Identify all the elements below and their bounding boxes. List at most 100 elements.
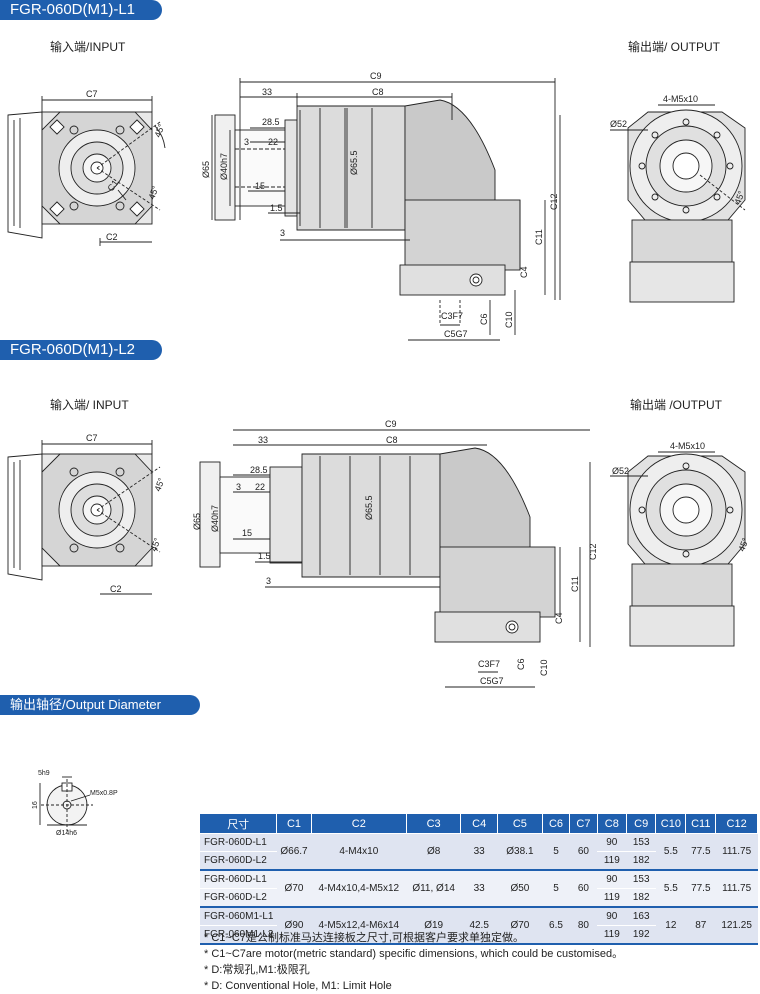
cell-c6: 5 <box>542 869 570 907</box>
spec-table-header: 尺寸 C1 C2 C3 C4 C5 C6 C7 C8 C9 C10 C11 C1… <box>200 814 758 834</box>
output-view-l1 <box>610 104 746 303</box>
dim-45b-l1: 45° <box>146 184 160 201</box>
cell-c1: Ø70 <box>276 869 312 907</box>
cell-c8: 90 <box>597 906 627 926</box>
shaft-height-label: 16 <box>32 801 39 809</box>
dim-c9-l1: C9 <box>370 71 382 81</box>
output-shaft-drawing: 5h9 M5x0.8P 16 Ø14h6 <box>32 770 118 837</box>
drawing-l2: C7 C2 45° 45° C9 33 C8 28.5 3 22 15 1.5 … <box>7 419 751 688</box>
section1-title: FGR-060D(M1)-L1 <box>0 0 162 20</box>
dim-285-l2: 28.5 <box>250 465 268 475</box>
cell-c7: 60 <box>569 869 598 907</box>
cell-c10: 5.5 <box>655 833 686 870</box>
footnote: * C1~C7are motor(metric standard) specif… <box>204 948 624 960</box>
dim-33-l1: 33 <box>262 87 272 97</box>
dim-c4-l1: C4 <box>519 266 529 278</box>
dim-d655-l1: Ø65.5 <box>349 150 359 175</box>
row-model: FGR-060M1-L2 <box>200 925 277 944</box>
col-c6: C6 <box>542 814 571 834</box>
col-c2: C2 <box>311 814 407 834</box>
cell-c9: 153 <box>626 833 656 852</box>
dim-1_5-l1: 1.5 <box>270 203 283 213</box>
dim-3b-l2: 3 <box>266 576 271 586</box>
input-view-l1 <box>7 96 166 246</box>
dim-c12-l1: C12 <box>549 193 559 210</box>
col-c10: C10 <box>655 814 687 834</box>
dim-15-l1: 15 <box>255 181 265 191</box>
input-view-l2 <box>7 440 161 595</box>
cell-c3: Ø11, Ø14 <box>406 869 461 907</box>
col-c9: C9 <box>626 814 657 834</box>
dim-45a-l2: 45° <box>152 476 166 493</box>
dim-c8-l1: C8 <box>372 87 384 97</box>
col-c5: C5 <box>497 814 543 834</box>
cell-c9: 182 <box>626 888 656 907</box>
dim-c11-l1: C11 <box>534 229 544 245</box>
cell-c1: Ø66.7 <box>276 833 312 870</box>
section1-input-label: 输入端/INPUT <box>50 40 126 54</box>
side-view-l1 <box>211 78 561 341</box>
col-c4: C4 <box>460 814 499 834</box>
dim-c6-l2: C6 <box>516 658 526 670</box>
side-view-l2 <box>199 429 591 688</box>
dim-c5-l2: C5G7 <box>480 676 504 686</box>
cell-c4: 33 <box>460 869 498 907</box>
dim-c3-l2: C3F7 <box>478 659 500 669</box>
dim-c11-l2: C11 <box>570 576 580 592</box>
output-diameter-title: 输出轴径/Output Diameter <box>0 695 200 715</box>
drawing-l1: C7 C2 C1 45° 45° C9 33 C8 28.5 3 22 15 1… <box>7 71 747 341</box>
section2-input-label: 输入端/ INPUT <box>50 398 129 412</box>
dim-c6-l1: C6 <box>479 313 489 325</box>
cell-c8: 90 <box>597 869 627 889</box>
footnotes: * C1~C7是公制标准马达连接板之尺寸,可根据客户要求单独定做。 * C1~C… <box>204 930 623 994</box>
dim-c3-l1: C3F7 <box>441 311 463 321</box>
col-c1: C1 <box>276 814 312 834</box>
dim-15-l2: 15 <box>242 528 252 538</box>
dim-45c-l2: 45° <box>736 536 750 553</box>
table-row: FGR-060D-L1 Ø66.7 4-M4x10 Ø8 33 Ø38.1 5 … <box>200 833 758 870</box>
col-c8: C8 <box>597 814 627 834</box>
section2-output-label: 输出端 /OUTPUT <box>630 398 722 412</box>
cell-c12: 111.75 <box>715 833 758 870</box>
row-model: FGR-060D-L2 <box>200 851 277 870</box>
cell-c11: 77.5 <box>685 869 716 907</box>
cell-c3: Ø8 <box>406 833 461 870</box>
dim-22-l2: 22 <box>255 482 265 492</box>
row-model: FGR-060M1-L1 <box>200 906 277 926</box>
section1-output-label: 输出端/ OUTPUT <box>628 40 720 54</box>
dim-45c-l1: 45° <box>732 189 746 206</box>
cell-c9: 182 <box>626 851 656 870</box>
cell-c4: 33 <box>460 833 498 870</box>
dim-d40-l1: Ø40h7 <box>219 153 229 180</box>
cell-c6: 6.5 <box>542 906 570 944</box>
shaft-thread-label: M5x0.8P <box>90 790 118 797</box>
cell-c5: Ø70 <box>497 906 543 944</box>
dim-m5-l1: 4-M5x10 <box>663 94 698 104</box>
row-model: FGR-060D-L1 <box>200 833 277 852</box>
cell-c2: 4-M5x12,4-M6x14 <box>311 906 407 944</box>
cell-c2: 4-M4x10 <box>311 833 407 870</box>
col-c3: C3 <box>406 814 462 834</box>
dim-33-l2: 33 <box>258 435 268 445</box>
cell-c11: 87 <box>685 906 716 944</box>
table-row: FGR-060M1-L1 Ø90 4-M5x12,4-M6x14 Ø19 42.… <box>200 906 758 944</box>
shaft-key-label: 5h9 <box>38 770 50 777</box>
col-c11: C11 <box>685 814 717 834</box>
shaft-diameter-label: Ø14h6 <box>56 830 77 837</box>
dim-d52-l2: Ø52 <box>612 466 629 476</box>
cell-c1: Ø90 <box>276 906 312 944</box>
cell-c5: Ø50 <box>497 869 543 907</box>
dim-d40-l2: Ø40h7 <box>210 505 220 532</box>
dim-c5-l1: C5G7 <box>444 329 468 339</box>
dim-1_5-l2: 1.5 <box>258 551 271 561</box>
cell-c3: Ø19 <box>406 906 461 944</box>
cell-c4: 42.5 <box>460 906 498 944</box>
dim-c7-l2: C7 <box>86 433 98 443</box>
dim-c2-l1: C2 <box>106 232 118 242</box>
cell-c7: 60 <box>569 833 598 870</box>
cell-c11: 77.5 <box>685 833 716 870</box>
dim-d65-l1: Ø65 <box>201 161 211 178</box>
cell-c8: 119 <box>597 925 627 944</box>
row-model: FGR-060D-L1 <box>200 869 277 889</box>
output-view-l2 <box>610 451 746 647</box>
